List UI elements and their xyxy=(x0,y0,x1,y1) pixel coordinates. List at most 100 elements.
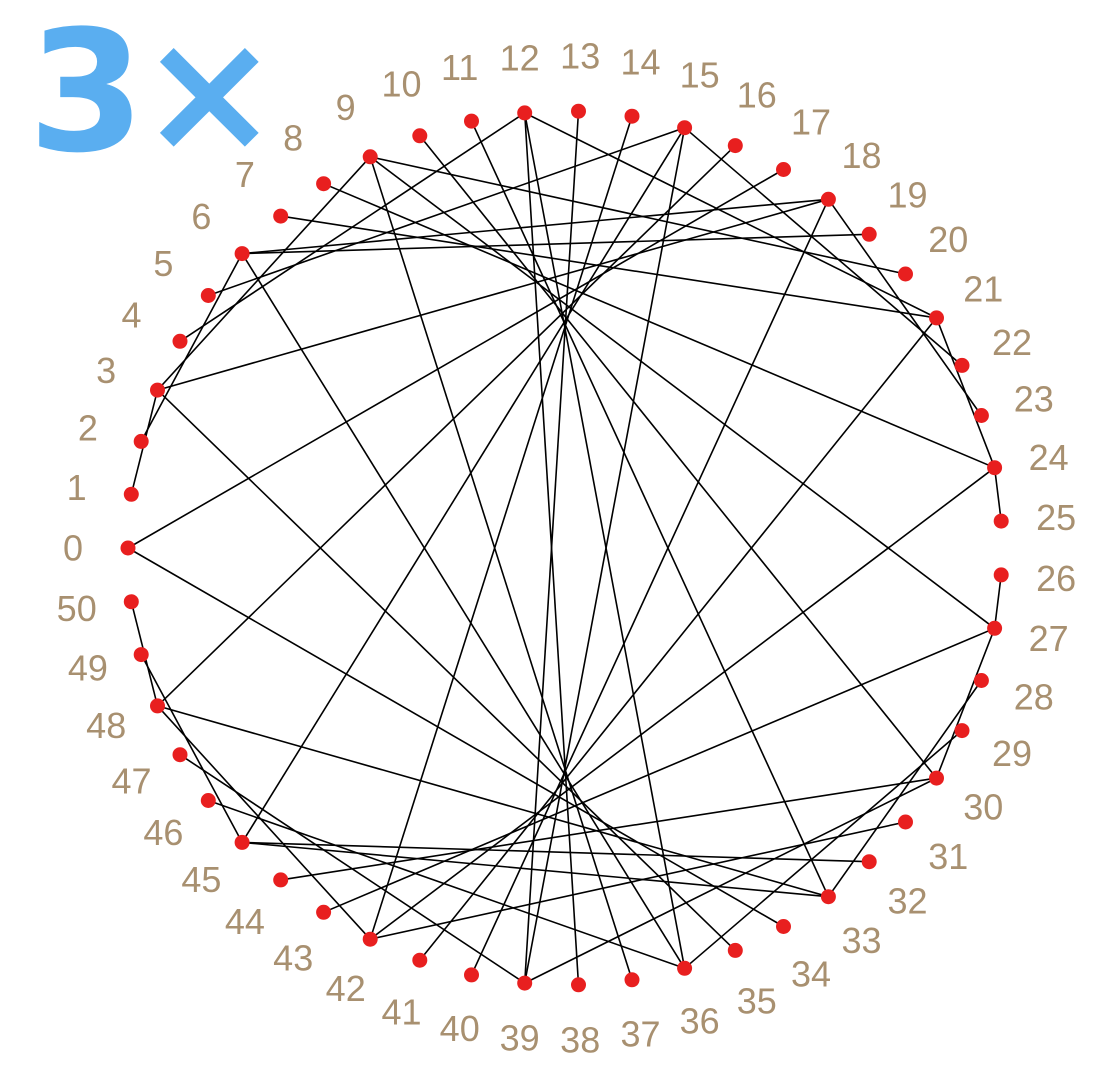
point-44 xyxy=(273,872,289,888)
point-0 xyxy=(120,540,136,556)
chord-30-to-39 xyxy=(524,777,937,984)
chord-44-to-30 xyxy=(280,777,937,881)
point-36 xyxy=(677,960,693,976)
point-label-20: 20 xyxy=(928,219,968,260)
point-4 xyxy=(172,333,188,349)
point-10 xyxy=(412,128,428,144)
point-label-38: 38 xyxy=(560,1019,600,1060)
point-label-33: 33 xyxy=(841,920,881,961)
point-label-26: 26 xyxy=(1036,558,1076,599)
point-45 xyxy=(234,834,250,850)
point-15 xyxy=(677,120,693,136)
point-label-28: 28 xyxy=(1014,677,1054,718)
point-26 xyxy=(993,567,1009,583)
point-49 xyxy=(133,647,149,663)
chord-40-to-18 xyxy=(470,198,830,976)
point-label-36: 36 xyxy=(680,1001,720,1042)
point-label-4: 4 xyxy=(121,295,141,336)
chord-24-to-21 xyxy=(935,317,996,468)
point-label-10: 10 xyxy=(381,64,421,105)
point-18 xyxy=(820,191,836,207)
point-42 xyxy=(362,931,378,947)
chord-2-to-6 xyxy=(140,253,243,442)
chord-9-to-27 xyxy=(369,156,996,629)
point-label-19: 19 xyxy=(887,174,927,215)
chord-43-to-27 xyxy=(323,627,995,914)
chord-3-to-9 xyxy=(156,156,371,391)
point-35 xyxy=(727,942,743,958)
point-21 xyxy=(929,310,944,326)
point-label-25: 25 xyxy=(1036,497,1076,538)
chord-22-to-15 xyxy=(684,127,963,367)
chord-26-to-27 xyxy=(993,574,1002,629)
chord-34-to-0 xyxy=(127,547,784,928)
point-31 xyxy=(898,814,913,830)
point-label-9: 9 xyxy=(336,87,356,128)
point-label-30: 30 xyxy=(963,787,1003,828)
point-label-0: 0 xyxy=(63,528,83,569)
point-28 xyxy=(973,673,989,688)
chord-10-to-30 xyxy=(419,135,938,779)
chord-lines xyxy=(127,111,1002,985)
point-11 xyxy=(464,113,479,129)
point-label-8: 8 xyxy=(283,117,303,158)
point-14 xyxy=(624,108,640,124)
point-25 xyxy=(993,513,1009,529)
chord-8-to-24 xyxy=(323,182,995,469)
point-7 xyxy=(273,208,289,224)
point-label-27: 27 xyxy=(1029,618,1069,659)
point-1 xyxy=(123,486,139,502)
point-label-44: 44 xyxy=(225,901,265,942)
point-label-49: 49 xyxy=(68,648,108,689)
point-34 xyxy=(776,919,791,934)
point-47 xyxy=(172,747,188,763)
point-label-22: 22 xyxy=(992,322,1032,363)
point-label-17: 17 xyxy=(791,101,831,142)
point-label-6: 6 xyxy=(191,196,211,237)
chord-20-to-9 xyxy=(370,156,906,275)
circle-points xyxy=(120,103,1009,993)
point-32 xyxy=(861,854,877,870)
point-3 xyxy=(150,382,165,398)
point-label-2: 2 xyxy=(78,408,98,449)
chord-15-to-45 xyxy=(241,127,686,843)
point-label-29: 29 xyxy=(992,733,1032,774)
point-2 xyxy=(133,433,149,449)
point-27 xyxy=(987,620,1003,636)
point-label-34: 34 xyxy=(791,954,831,995)
point-13 xyxy=(571,103,586,119)
chord-25-to-24 xyxy=(993,467,1002,522)
chord-14-to-42 xyxy=(369,115,633,940)
point-30 xyxy=(929,770,944,786)
chord-7-to-21 xyxy=(280,215,937,319)
chord-23-to-18 xyxy=(827,198,983,416)
point-19 xyxy=(861,226,877,242)
point-9 xyxy=(362,149,378,165)
point-label-16: 16 xyxy=(737,74,777,115)
point-label-1: 1 xyxy=(67,467,87,508)
point-label-50: 50 xyxy=(57,588,97,629)
point-50 xyxy=(123,594,139,610)
point-label-45: 45 xyxy=(181,859,221,900)
point-label-31: 31 xyxy=(928,836,968,877)
point-label-35: 35 xyxy=(737,981,777,1022)
point-label-21: 21 xyxy=(963,269,1003,310)
point-33 xyxy=(820,889,836,905)
chord-6-to-18 xyxy=(242,198,829,255)
point-label-32: 32 xyxy=(887,881,927,922)
point-label-37: 37 xyxy=(620,1014,660,1055)
point-29 xyxy=(954,723,970,739)
point-label-48: 48 xyxy=(86,705,126,746)
chord-41-to-21 xyxy=(419,317,938,961)
chord-18-to-3 xyxy=(157,198,829,391)
point-label-12: 12 xyxy=(500,38,540,79)
chord-38-to-12 xyxy=(523,112,580,985)
point-label-14: 14 xyxy=(620,41,660,82)
point-label-41: 41 xyxy=(381,992,421,1033)
point-label-5: 5 xyxy=(153,243,173,284)
point-8 xyxy=(316,176,332,192)
point-label-11: 11 xyxy=(441,47,478,88)
